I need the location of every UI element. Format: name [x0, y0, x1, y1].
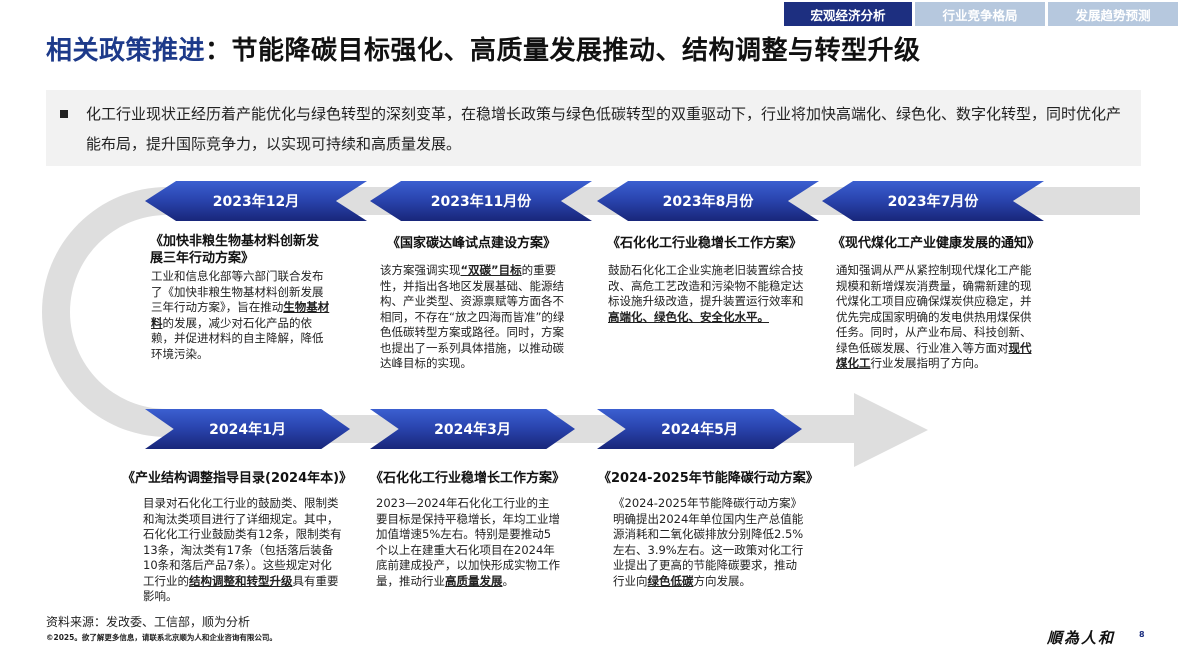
policy-title: 《2024-2025年节能降碳行动方案》 [598, 471, 819, 486]
tab-industry-competition[interactable]: 行业竞争格局 [915, 2, 1045, 26]
policy-body: 目录对石化化工行业的鼓励类、限制类和淘汰类项目进行了详细规定。其中，石化化工行业… [143, 496, 342, 603]
policy-title: 《石化化工行业稳增长工作方案》 [607, 236, 803, 251]
policy-title: 《加快非粮生物基材料创新发展三年行动方案》 [150, 234, 320, 266]
page-number: 8 [1139, 630, 1145, 639]
brand-logo: 順為人和 [1047, 629, 1116, 647]
summary-box: 化工行业现状正经历着产能优化与绿色转型的深刻变革，在稳增长政策与绿色低碳转型的双… [46, 90, 1141, 166]
policy-body: 通知强调从严从紧控制现代煤化工产能规模和新增煤炭消费量，确需新建的现代煤化工项目… [836, 263, 1032, 370]
source-note: 资料来源：发改委、工信部，顺为分析 [46, 615, 251, 629]
policy-body: 鼓励石化化工企业实施老旧装置综合技改、高危工艺改造和污染物不能稳定达标设施升级改… [608, 263, 804, 324]
copyright-note: ©2025。欲了解更多信息，请联系北京顺为人和企业咨询有限公司。 [46, 633, 277, 642]
tab-macro-economy[interactable]: 宏观经济分析 [784, 2, 912, 26]
title-main: ：节能降碳目标强化、高质量发展推动、结构调整与转型升级 [205, 36, 921, 66]
date-ribbon: 2024年5月 [597, 409, 802, 449]
date-ribbon: 2023年8月份 [597, 181, 819, 221]
date-ribbon: 2024年1月 [145, 409, 350, 449]
date-ribbon: 2023年11月份 [370, 181, 592, 221]
policy-body: 2023—2024年石化化工行业的主要目标是保持平稳增长，年均工业增加值增速5%… [376, 496, 560, 588]
policy-title: 《产业结构调整指导目录(2024年本)》 [122, 471, 353, 486]
title-accent: 相关政策推进 [46, 36, 206, 66]
timeline-arrow-icon [854, 393, 928, 467]
policy-title: 《石化化工行业稳增长工作方案》 [370, 471, 566, 486]
page-title: 相关政策推进：节能降碳目标强化、高质量发展推动、结构调整与转型升级 [46, 30, 921, 67]
summary-text: 化工行业现状正经历着产能优化与绿色转型的深刻变革，在稳增长政策与绿色低碳转型的双… [86, 105, 1122, 153]
square-bullet-icon [60, 110, 68, 118]
date-ribbon: 2023年12月 [145, 181, 367, 221]
tab-development-trend[interactable]: 发展趋势预测 [1048, 2, 1178, 26]
date-ribbon: 2024年3月 [370, 409, 575, 449]
top-nav-tabs: 宏观经济分析 行业竞争格局 发展趋势预测 [784, 2, 1178, 26]
policy-body: 工业和信息化部等六部门联合发布了《加快非粮生物基材料创新发展三年行动方案》，旨在… [151, 269, 330, 361]
policy-body: 该方案强调实现“双碳”目标的重要性，并指出各地区发展基础、能源结构、产业类型、资… [380, 263, 565, 370]
policy-body: 《2024-2025年节能降碳行动方案》明确提出2024年单位国内生产总值能源消… [613, 496, 804, 588]
policy-title: 《现代煤化工产业健康发展的通知》 [832, 236, 1041, 251]
policy-title: 《国家碳达峰试点建设方案》 [387, 236, 557, 251]
date-ribbon: 2023年7月份 [822, 181, 1044, 221]
